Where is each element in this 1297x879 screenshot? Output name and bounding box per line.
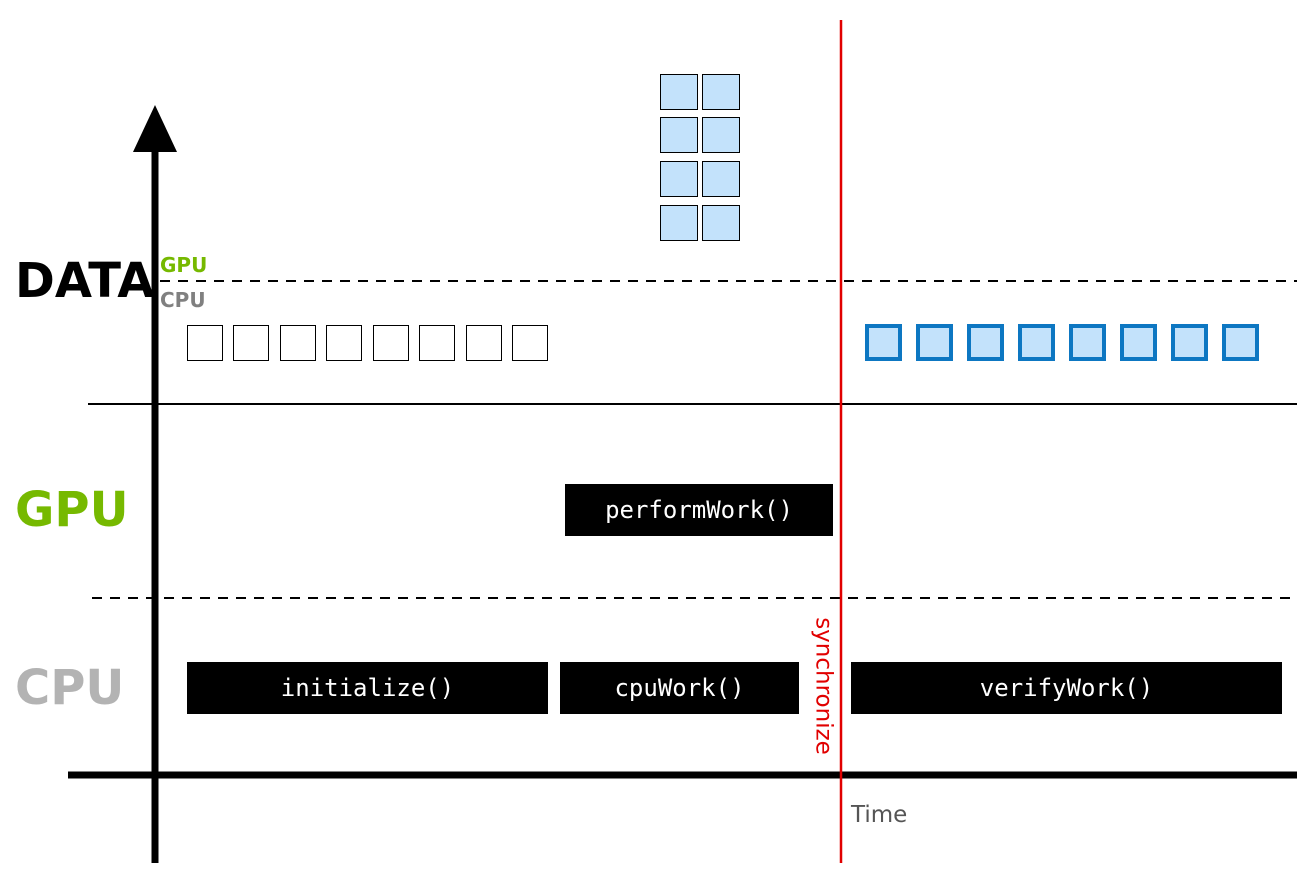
cpu-data-block <box>373 325 409 361</box>
data-row-label: DATA <box>15 253 155 309</box>
synced-data-block <box>1069 324 1106 361</box>
gpu-data-block <box>660 205 698 241</box>
synced-data-block <box>1222 324 1259 361</box>
cpu-data-block <box>419 325 455 361</box>
cpu-data-block <box>466 325 502 361</box>
synced-data-block <box>865 324 902 361</box>
gpu-data-block <box>702 117 740 153</box>
initialize-task: initialize() <box>187 662 548 714</box>
synced-data-block <box>967 324 1004 361</box>
cpu-memory-label: CPU <box>160 288 206 312</box>
gpu-data-block <box>660 117 698 153</box>
synchronize-label: synchronize <box>810 617 837 755</box>
time-axis-label: Time <box>851 802 908 828</box>
perform-work-task: performWork() <box>565 484 833 536</box>
gpu-data-block <box>660 161 698 197</box>
cpu-row-label: CPU <box>15 660 125 716</box>
gpu-data-block <box>660 74 698 110</box>
cpu-data-block <box>187 325 223 361</box>
gpu-data-block <box>702 205 740 241</box>
gpu-memory-label: GPU <box>160 253 208 277</box>
gpu-data-block <box>702 74 740 110</box>
gpu-data-block <box>702 161 740 197</box>
cpu-work-task: cpuWork() <box>560 662 799 714</box>
cpu-data-block <box>326 325 362 361</box>
cpu-data-block <box>233 325 269 361</box>
synced-data-block <box>1120 324 1157 361</box>
verify-work-task: verifyWork() <box>851 662 1282 714</box>
gpu-row-label: GPU <box>15 482 129 538</box>
cpu-data-block <box>512 325 548 361</box>
synced-data-block <box>1018 324 1055 361</box>
vertical-axis-arrowhead <box>133 105 177 152</box>
cpu-data-block <box>280 325 316 361</box>
synced-data-block <box>1171 324 1208 361</box>
synced-data-block <box>916 324 953 361</box>
